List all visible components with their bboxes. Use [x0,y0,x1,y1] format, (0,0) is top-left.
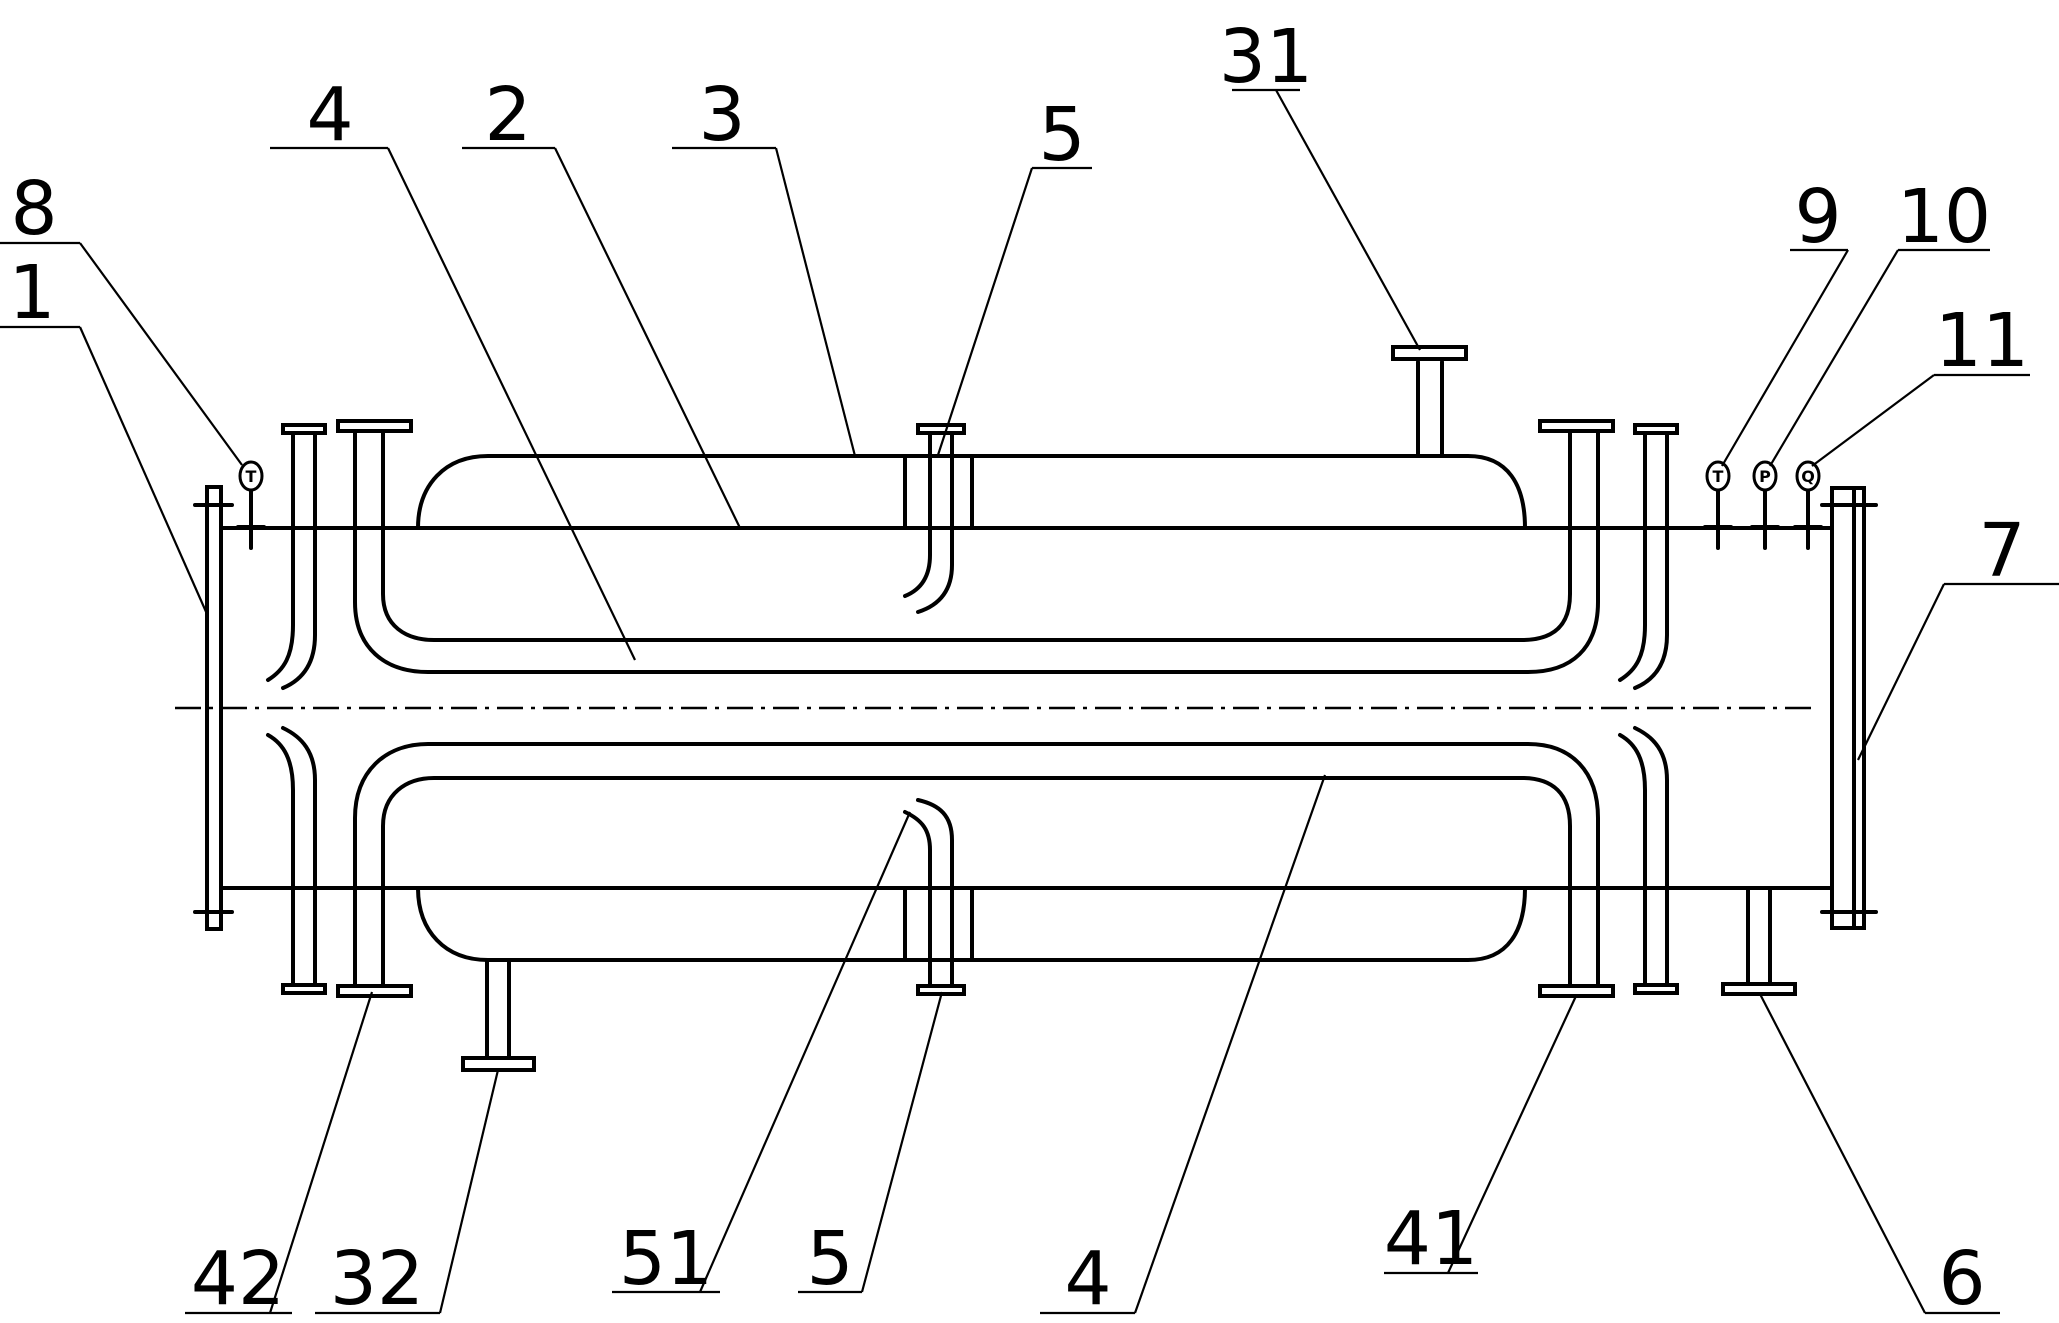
right-end-cover [1820,486,1878,930]
middle-bottom-pipe [903,798,966,996]
label-7: 7 [1978,508,2025,594]
right-spray-pipes [1618,423,1679,995]
label-51: 51 [619,1216,713,1302]
label-4-top: 4 [306,72,353,158]
thermometer-9: T [1703,460,1733,550]
leader-lines [0,88,2059,1315]
label-4-bottom: 4 [1064,1236,1111,1322]
gauge-letter-10: P [1759,467,1771,486]
top-jacket [416,454,1527,530]
nozzle-6 [1721,886,1797,996]
valve-11: Q [1793,460,1823,550]
nozzle-32 [461,958,536,1072]
label-42: 42 [191,1236,285,1322]
label-32: 32 [330,1236,424,1322]
label-10: 10 [1897,174,1991,260]
bottom-jacket [416,886,1527,962]
part-labels: 1 8 4 2 3 5 31 9 10 11 7 42 32 51 5 4 41… [8,14,2029,1322]
gauge-letter-11: Q [1801,467,1815,486]
gauge-letter-9: T [1713,467,1724,486]
label-5-top: 5 [1038,92,1085,178]
thermometer-8: T [236,460,266,550]
left-spray-pipes [266,423,327,995]
label-8: 8 [10,166,57,252]
label-9: 9 [1794,174,1841,260]
middle-top-pipe [903,423,966,614]
label-5-bottom: 5 [806,1216,853,1302]
pressure-gauge-10: P [1750,460,1780,550]
label-1: 1 [8,250,55,336]
top-coil [336,419,1615,674]
nozzle-31 [1391,345,1468,458]
bottom-coil [336,742,1615,998]
label-3: 3 [698,72,745,158]
gauge-letter-8: T [246,467,257,486]
label-11: 11 [1935,298,2029,384]
label-41: 41 [1384,1196,1478,1282]
label-2: 2 [484,72,531,158]
label-6: 6 [1938,1236,1985,1322]
label-31: 31 [1219,14,1313,100]
